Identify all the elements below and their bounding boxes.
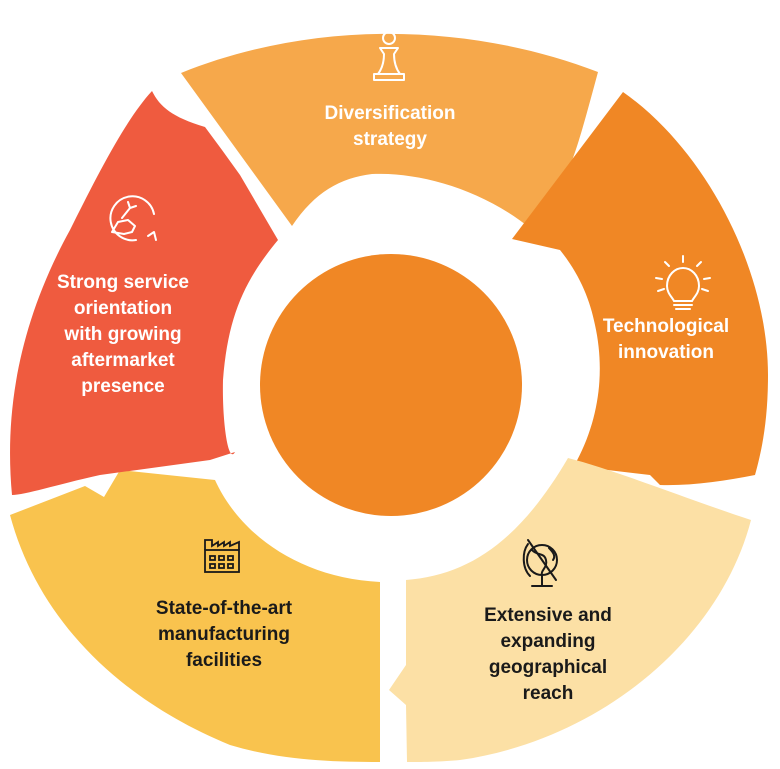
segment-innovation (512, 92, 768, 486)
label-manufacturing: State-of-the-art manufacturing facilitie… (155, 598, 293, 671)
center-circle (260, 254, 522, 516)
chess-pawn-icon (373, 31, 405, 81)
globe-icon (522, 539, 558, 587)
factory-icon (204, 539, 240, 573)
segment-service (10, 91, 278, 495)
lightbulb-icon (655, 255, 711, 310)
label-innovation: Technological innovation (602, 316, 730, 363)
label-diversification: Diversification strategy (324, 103, 456, 150)
label-service: Strong service orientation with growing … (57, 272, 189, 397)
service-hand-wrench-icon (109, 195, 157, 242)
segment-manufacturing (10, 470, 380, 762)
segment-reach (389, 458, 751, 762)
segment-diversification (181, 33, 598, 229)
label-reach: Extensive and expanding geographical rea… (484, 605, 612, 704)
